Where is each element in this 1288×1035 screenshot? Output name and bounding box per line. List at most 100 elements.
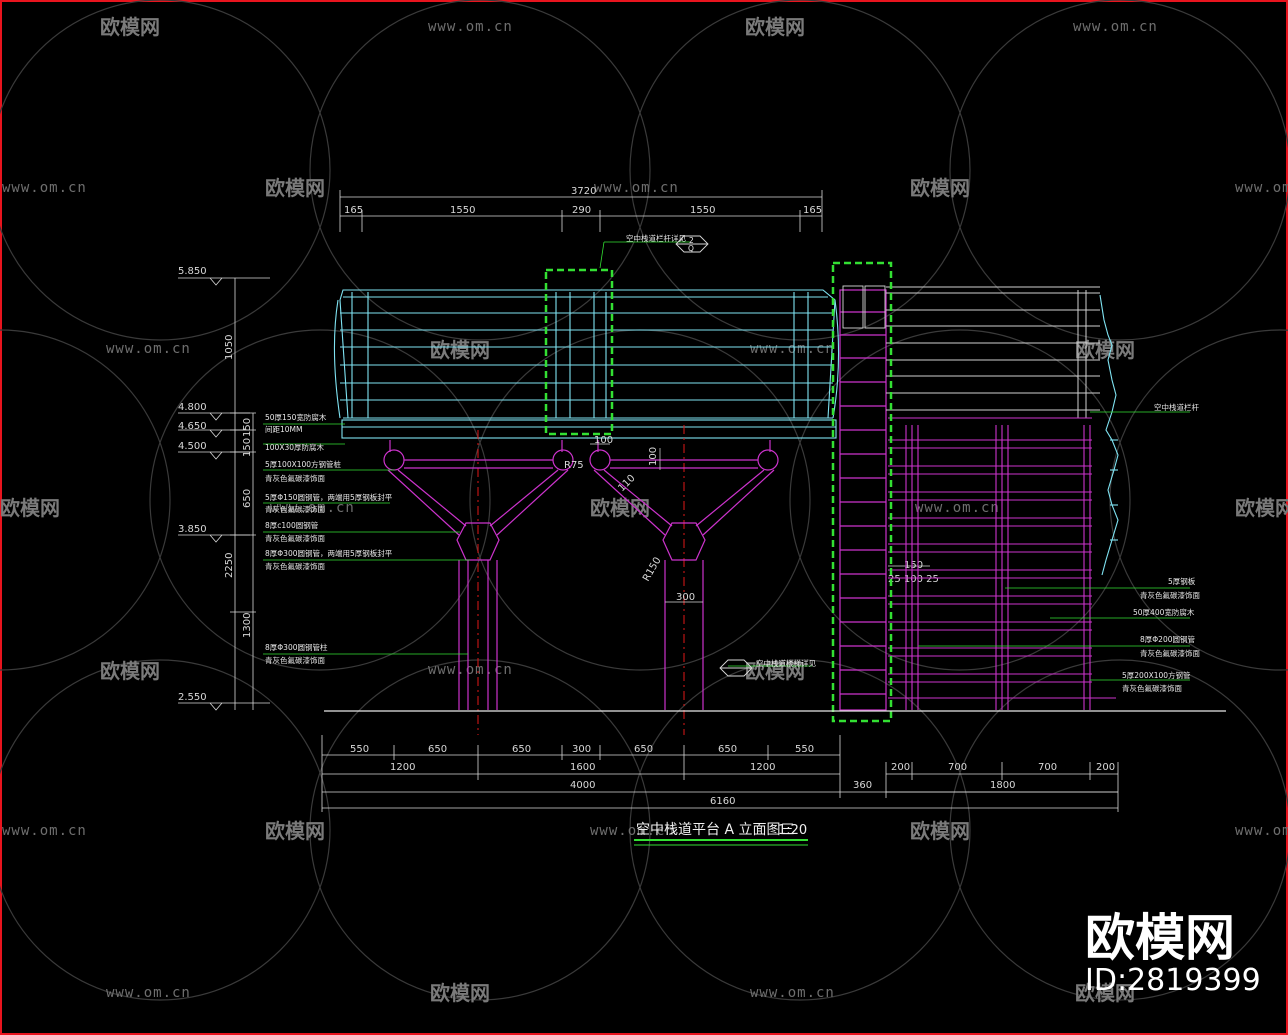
top-dimensions	[339, 190, 823, 232]
note-left: 青灰色氟碳漆饰面	[265, 655, 325, 665]
dim-top-seg: 290	[572, 205, 591, 216]
watermark-brand: 欧模网	[745, 15, 805, 39]
drawing-scale: 1:20	[778, 823, 807, 838]
dim-left: 150	[242, 438, 253, 457]
watermark-url: www.om.cn	[428, 19, 513, 35]
dim-bottom: 300	[572, 744, 591, 755]
note-right: 青灰色氟碳漆饰面	[1140, 590, 1200, 600]
dim-bottom: 550	[350, 744, 369, 755]
watermark-url: www.om.cn	[1235, 823, 1288, 839]
dim-bottom: 1800	[990, 780, 1015, 791]
watermark-url: www.om.cn	[590, 823, 675, 839]
note-right: 8厚Φ200圆钢管	[1140, 634, 1195, 644]
note-right: 50厚400宽防腐木	[1133, 607, 1195, 617]
callout-top-text: 空中栈道栏杆详见	[626, 233, 686, 243]
note-left: 青灰色氟碳漆饰面	[265, 533, 325, 543]
dim-bottom: 700	[1038, 762, 1057, 773]
note-left: 8厚Φ300圆钢管，两端用5厚钢板封平	[265, 548, 393, 558]
drawing-title-block: 空中栈道平台 A 立面图三 1:20	[634, 822, 808, 846]
dim-bottom: 650	[428, 744, 447, 755]
dim-top-seg: 165	[344, 205, 363, 216]
note-left: 5厚Φ150圆钢管，两端用5厚钢板封平	[265, 492, 393, 502]
steel-frame	[383, 440, 779, 710]
left-notes: 50厚150宽防腐木 间距10MM 100X30厚防腐木 5厚100X100方钢…	[265, 412, 393, 665]
note-left: 50厚150宽防腐木	[265, 412, 327, 422]
note-right: 青灰色氟碳漆饰面	[1140, 648, 1200, 658]
watermark-brand: 欧模网	[430, 981, 490, 1005]
dim-bottom: 1200	[390, 762, 415, 773]
dim-top-seg: 1550	[450, 205, 475, 216]
dim-inner: R75	[564, 460, 584, 471]
right-railing	[886, 286, 1100, 418]
bottom-dimensions	[321, 735, 1119, 812]
watermark-url: www.om.cn	[106, 341, 191, 357]
watermark-url: www.om.cn	[750, 985, 835, 1001]
dim-left: 150	[242, 418, 253, 437]
dim-bottom: 200	[1096, 762, 1115, 773]
dim-inner: R150	[641, 555, 664, 583]
watermark-brand: 欧模网	[1075, 338, 1135, 362]
elevation-label: 4.650	[178, 421, 207, 432]
watermark-brand: 欧模网	[745, 659, 805, 683]
dim-bottom: 650	[634, 744, 653, 755]
elevation-label: 3.850	[178, 524, 207, 535]
watermark-brand: 欧模网	[590, 496, 650, 520]
watermark-url-group: www.om.cn www.om.cn www.om.cn www.om.cn …	[2, 19, 1288, 1001]
dim-bottom: 650	[718, 744, 737, 755]
stair-ladder	[839, 289, 887, 711]
note-right: 5厚钢板	[1168, 576, 1196, 586]
note-left: 8厚c100圆钢管	[265, 520, 319, 530]
note-left: 青灰色氟碳漆饰面	[265, 561, 325, 571]
watermark-brand: 欧模网	[265, 176, 325, 200]
callout-right-text: 空中栈道栏杆	[1154, 402, 1199, 412]
dim-bottom-total: 6160	[710, 796, 735, 807]
dim-inner: 25 100 25	[888, 574, 939, 585]
right-notes: 5厚钢板 青灰色氟碳漆饰面 50厚400宽防腐木 8厚Φ200圆钢管 青灰色氟碳…	[1122, 576, 1200, 693]
dim-bottom: 360	[853, 780, 872, 791]
watermark-brand: 欧模网	[100, 659, 160, 683]
watermark-url: www.om.cn	[915, 500, 1000, 516]
bottom-dim-row1: 550 650 650 300 650 650 550	[350, 744, 814, 755]
dim-top-seg: 1550	[690, 205, 715, 216]
note-right: 5厚200X100方钢管	[1122, 670, 1191, 680]
stair-post-top	[842, 285, 886, 329]
watermark-arcs	[0, 0, 1288, 1001]
dim-bottom: 1600	[570, 762, 595, 773]
leader-lines	[263, 241, 1190, 681]
section-symbol	[675, 235, 753, 677]
watermark-id: ID:2819399	[1085, 963, 1261, 998]
watermark-brand: 欧模网	[1235, 496, 1288, 520]
dim-bottom: 1200	[750, 762, 775, 773]
watermark-brand: 欧模网	[1075, 981, 1135, 1005]
dim-inner: 150	[904, 560, 923, 571]
note-left: 100X30厚防腐木	[265, 442, 324, 452]
dim-bottom: 700	[948, 762, 967, 773]
watermark-brand: 欧模网	[265, 819, 325, 843]
dim-left: 1050	[224, 335, 235, 360]
watermark-brand: 欧模网	[430, 338, 490, 362]
dim-inner: 100	[648, 447, 659, 466]
elevation-label: 5.850	[178, 266, 207, 277]
watermark-brand: 欧模网	[910, 176, 970, 200]
elevation-markers	[178, 277, 270, 711]
centerlines	[477, 425, 685, 735]
sheet-ref: Q	[688, 244, 694, 253]
note-left: 8厚Φ300圆钢管柱	[265, 642, 328, 652]
watermark-brand: 欧模网	[0, 496, 60, 520]
watermark-url: www.om.cn	[270, 500, 355, 516]
callout-mid-text: 空中栈道楼梯详见	[756, 658, 816, 668]
callout-boxes	[544, 261, 893, 723]
dim-inner: 110	[616, 473, 637, 494]
bottom-dim-row3: 4000 360 1800	[570, 780, 1015, 791]
inner-dims	[590, 443, 930, 603]
drawing-title: 空中栈道平台 A 立面图三	[636, 822, 794, 838]
watermark-url: www.om.cn	[1073, 19, 1158, 35]
watermark-url: www.om.cn	[2, 823, 87, 839]
note-left: 5厚100X100方钢管桩	[265, 459, 342, 469]
dim-left: 1300	[242, 613, 253, 638]
watermark-url: www.om.cn	[594, 180, 679, 196]
elevation-label: 2.550	[178, 692, 207, 703]
dim-left: 2250	[224, 553, 235, 578]
